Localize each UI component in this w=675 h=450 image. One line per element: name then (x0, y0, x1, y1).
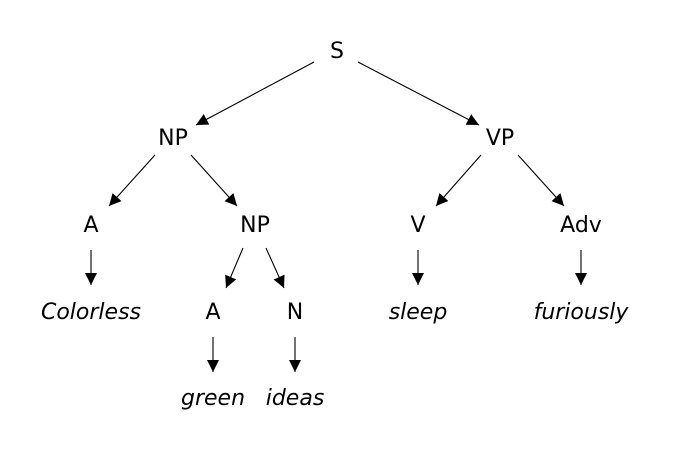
node-vp: VP (486, 126, 514, 151)
leaf-green: green (181, 386, 245, 411)
node-v: V (410, 213, 425, 238)
leaf-colorless: Colorless (41, 300, 141, 325)
node-s: S (330, 39, 344, 64)
edge-s-vp (357, 61, 480, 126)
edges (85, 61, 587, 372)
leaf-furiously: furiously (534, 300, 630, 325)
node-n: N (287, 300, 303, 325)
leaf-sleep: sleep (389, 300, 448, 325)
node-np-inner: NP (240, 213, 270, 238)
edge-np2-n (265, 247, 285, 289)
nodes: S NP VP A NP V Adv Colorless A N sleep f… (41, 39, 629, 411)
edge-vp-v (435, 154, 482, 207)
edge-s-np1 (195, 61, 315, 126)
edge-vp-adv (517, 154, 565, 207)
edge-np1-a1 (108, 154, 156, 207)
edge-np1-np2 (190, 154, 238, 207)
node-a: A (83, 213, 98, 238)
node-np: NP (158, 126, 188, 151)
node-adv: Adv (560, 213, 602, 238)
node-a-inner: A (205, 300, 220, 325)
leaf-ideas: ideas (266, 386, 325, 411)
edge-np2-a2 (225, 247, 244, 289)
